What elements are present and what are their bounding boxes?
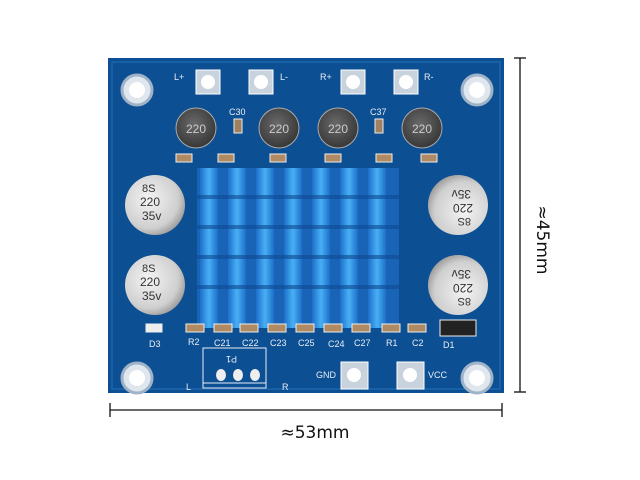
svg-text:VCC: VCC: [428, 370, 448, 380]
svg-text:220: 220: [140, 275, 160, 289]
svg-text:C25: C25: [298, 338, 315, 348]
svg-text:R: R: [282, 382, 289, 392]
svg-text:C24: C24: [328, 339, 345, 349]
smd-row-bottom: D3 R2 C21 C22 C23 C25 C24 C27 R1 C2 D1: [145, 319, 477, 350]
svg-text:220: 220: [186, 122, 206, 136]
svg-text:220: 220: [328, 122, 348, 136]
svg-text:220: 220: [412, 122, 432, 136]
svg-text:8S: 8S: [142, 183, 155, 195]
svg-text:D3: D3: [149, 339, 161, 349]
svg-text:C23: C23: [270, 338, 287, 348]
svg-text:R2: R2: [188, 337, 200, 347]
svg-text:D1: D1: [443, 340, 455, 350]
svg-text:R-: R-: [424, 72, 434, 82]
svg-text:L-: L-: [280, 72, 288, 82]
svg-text:L: L: [186, 382, 191, 392]
svg-text:8S: 8S: [458, 215, 471, 227]
electrolytic-capacitors: 8S 220 35v 8S 220 35v 8S 220 35v 8S 220 …: [125, 175, 488, 315]
svg-text:R1: R1: [386, 338, 398, 348]
svg-text:C21: C21: [214, 338, 231, 348]
svg-text:35v: 35v: [452, 187, 471, 201]
svg-text:C2: C2: [412, 338, 424, 348]
svg-text:35v: 35v: [452, 267, 471, 281]
svg-text:35v: 35v: [142, 209, 161, 223]
svg-text:C22: C22: [242, 338, 259, 348]
heatsink: [197, 168, 399, 328]
svg-text:R+: R+: [320, 72, 332, 82]
svg-text:GND: GND: [316, 370, 337, 380]
potentiometer-footprint: P1 L R: [186, 347, 289, 392]
svg-text:P1: P1: [226, 354, 237, 364]
svg-text:220: 220: [453, 281, 473, 295]
height-label: ≈45mm: [532, 206, 552, 275]
svg-text:8S: 8S: [458, 295, 471, 307]
output-terminals: L+ L- R+ R-: [174, 69, 434, 95]
svg-text:C27: C27: [354, 338, 371, 348]
svg-text:220: 220: [269, 122, 289, 136]
svg-text:C37: C37: [370, 107, 387, 117]
height-dimension: [109, 57, 526, 417]
svg-text:L+: L+: [174, 72, 184, 82]
svg-text:C30: C30: [229, 107, 246, 117]
svg-text:220: 220: [140, 195, 160, 209]
smd-row-top: [175, 153, 438, 163]
svg-text:220: 220: [453, 201, 473, 215]
width-label: ≈53mm: [281, 423, 350, 443]
svg-text:8S: 8S: [142, 263, 155, 275]
svg-text:35v: 35v: [142, 289, 161, 303]
power-terminals: GND VCC: [316, 361, 448, 390]
inductors: 220 220 220 220 C30 C37: [175, 107, 443, 149]
